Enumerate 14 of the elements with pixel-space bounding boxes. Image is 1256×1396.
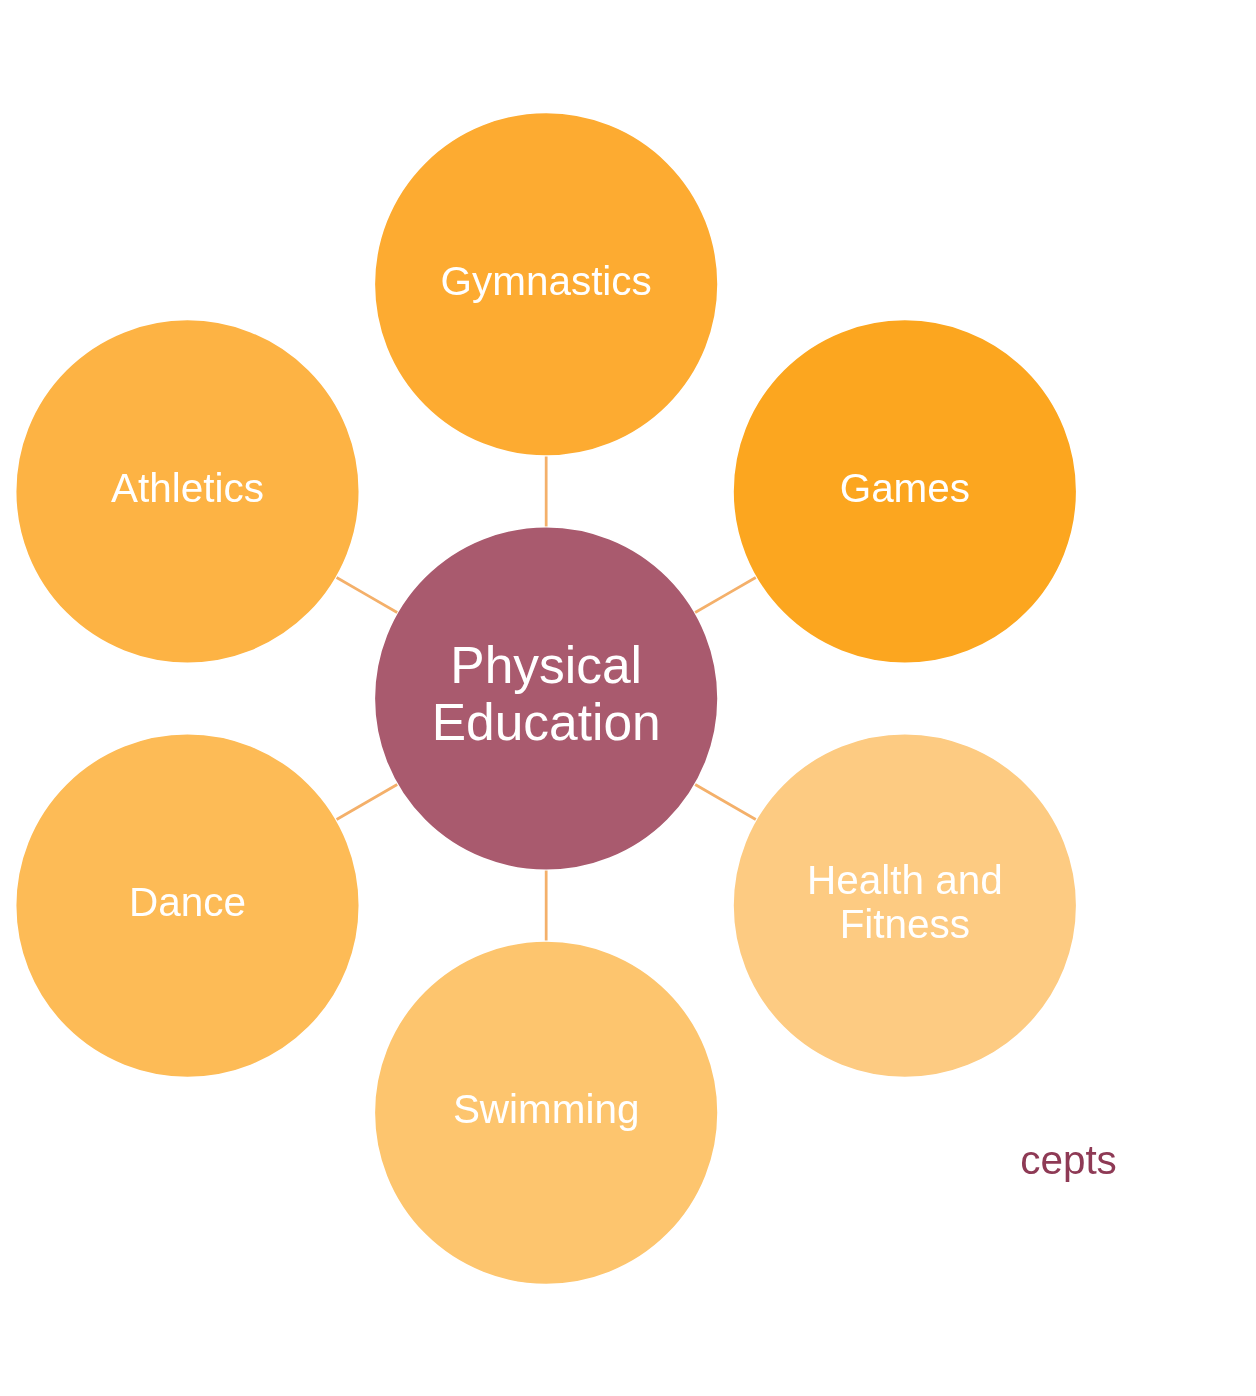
connector	[694, 575, 757, 614]
node-circle: Health and Fitness	[731, 732, 1078, 1078]
node-circle: Athletics	[14, 318, 361, 664]
node-circle: Swimming	[373, 939, 720, 1286]
node-circle: Games	[731, 318, 1078, 664]
connector	[544, 456, 548, 526]
label: cepts	[1020, 1136, 1117, 1183]
node-circle: Physical Education	[373, 525, 720, 871]
connector	[335, 782, 398, 821]
node-circle: Dance	[14, 732, 361, 1078]
node-circle: Gymnastics	[373, 110, 720, 457]
connector	[335, 575, 398, 614]
connector	[544, 870, 548, 940]
connector	[694, 782, 757, 821]
